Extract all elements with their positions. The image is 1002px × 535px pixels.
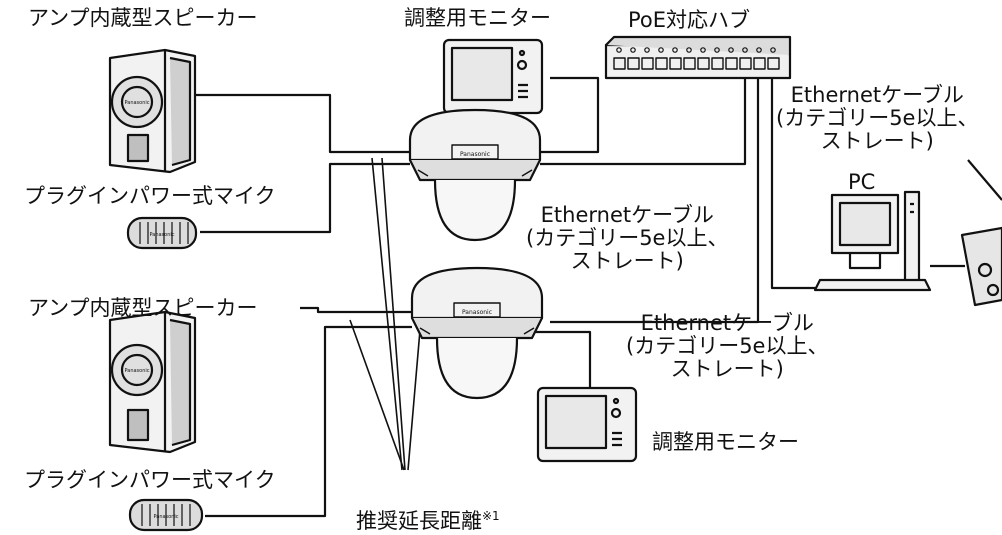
brand-mic-bottom: Panasonic — [153, 514, 178, 520]
cable-label-camera-bottom: Ethernetケーブル (カテゴリー5e以上、 ストレート) — [626, 312, 828, 381]
brand-mic-top: Panasonic — [149, 232, 174, 238]
label-mic-top: プラグインパワー式マイク — [24, 184, 276, 208]
mic-bottom-device — [128, 498, 204, 532]
cable-line1: Ethernetケーブル — [790, 83, 964, 107]
label-speaker-top: アンプ内蔵型スピーカー — [28, 6, 258, 30]
mic-top-device — [126, 216, 198, 250]
wire-speaker-top — [195, 93, 410, 154]
poe-hub-device — [604, 35, 792, 80]
brand-camera-top: Panasonic — [460, 151, 490, 158]
distance-text: 推奨延長距離 — [356, 509, 482, 533]
wire-ethernet-camera-bottom — [550, 76, 760, 324]
wire-ethernet-camera-top — [540, 76, 747, 166]
label-pc: PC — [848, 170, 876, 194]
speaker-top-device — [108, 48, 197, 174]
monitor-top-device — [442, 38, 544, 115]
cable-label-hub-pc: Ethernetケーブル (カテゴリー5e以上、 ストレート) — [776, 84, 978, 153]
camera-bottom-device — [410, 266, 544, 400]
cable-line3: ストレート) — [820, 129, 934, 153]
cable-line3: ストレート) — [570, 249, 684, 273]
wire-mic-bottom — [205, 325, 412, 518]
speaker-bottom-device — [108, 310, 197, 454]
brand-speaker-bottom: Panasonic — [124, 368, 149, 374]
cable-line2: (カテゴリー5e以上、 — [626, 334, 829, 358]
distance-lines — [349, 157, 421, 471]
label-hub: PoE対応ハブ — [628, 8, 751, 32]
label-distance: 推奨延長距離※1 — [356, 504, 500, 533]
cable-line1: Ethernetケーブル — [540, 203, 714, 227]
camera-top-device — [408, 108, 542, 242]
wire-ethernet-pc — [770, 76, 830, 290]
wire-speaker-bottom — [300, 306, 412, 314]
distance-note: ※1 — [482, 509, 500, 523]
monitor-bottom-device — [536, 386, 638, 463]
label-monitor-bottom: 調整用モニター — [652, 430, 799, 454]
cable-label-camera-top: Ethernetケーブル (カテゴリー5e以上、 ストレート) — [526, 204, 728, 273]
brand-speaker-top: Panasonic — [124, 100, 149, 106]
label-speaker-bottom: アンプ内蔵型スピーカー — [28, 296, 258, 320]
cable-line3: ストレート) — [670, 357, 784, 381]
label-mic-bottom: プラグインパワー式マイク — [24, 468, 276, 492]
cable-line2: (カテゴリー5e以上、 — [776, 106, 979, 130]
wire-monitor-bottom — [535, 330, 592, 395]
cable-line2: (カテゴリー5e以上、 — [526, 226, 729, 250]
brand-camera-bottom: Panasonic — [462, 309, 492, 316]
edge-device — [960, 159, 1002, 307]
pc-device — [813, 190, 932, 292]
wire-mic-top — [200, 162, 410, 234]
cable-line1: Ethernetケーブル — [640, 311, 814, 335]
label-monitor-top: 調整用モニター — [404, 6, 551, 30]
wire-monitor-top — [540, 76, 600, 154]
